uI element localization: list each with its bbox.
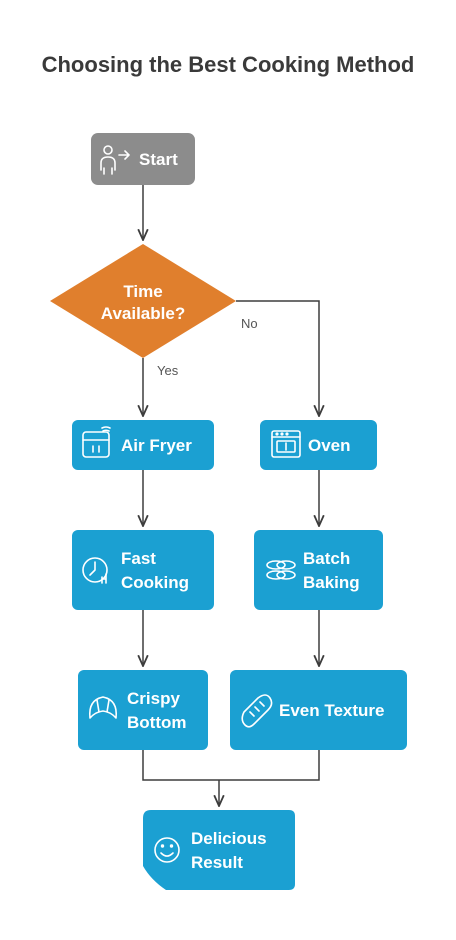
timer-icon [82,557,108,584]
croissant-icon [88,696,118,719]
edge-label-yes: Yes [157,363,179,378]
node-oven[interactable]: Oven [260,420,377,470]
node-decision-line2: Available? [101,304,185,323]
node-air-fryer[interactable]: Air Fryer [72,420,214,470]
edge-crispy-bottom-merge [142,750,320,781]
node-result-line1: Delicious [191,829,267,848]
node-crispy-bottom-line1: Crispy [127,689,180,708]
node-batch-baking-shape [254,530,383,610]
edge-label-no: No [241,316,258,331]
oven-icon [271,430,301,458]
node-result-line2: Result [191,853,243,872]
node-fast-cooking-line1: Fast [121,549,156,568]
node-start[interactable]: Start [91,133,195,185]
node-oven-label: Oven [308,436,351,455]
node-decision[interactable]: Time Available? [50,244,236,358]
node-result-shape [143,810,295,890]
node-batch-baking-line1: Batch [303,549,350,568]
baking-tray-icon [266,560,296,580]
node-start-label: Start [139,150,178,169]
node-crispy-bottom-line2: Bottom [127,713,186,732]
node-decision-line1: Time [123,282,162,301]
node-crispy-bottom[interactable]: Crispy Bottom [78,670,208,750]
node-even-texture[interactable]: Even Texture [230,670,407,750]
node-even-texture-shape [230,670,407,750]
node-decision-shape [50,244,236,358]
node-air-fryer-label: Air Fryer [121,436,192,455]
smiley-icon [154,837,180,863]
edge-decision-oven [236,300,319,416]
node-fast-cooking-shape [72,530,214,610]
air-fryer-icon [82,426,111,458]
person-arrow-icon [100,145,130,175]
diagram-title: Choosing the Best Cooking Method [41,52,415,77]
bread-loaf-icon [241,694,273,728]
node-crispy-bottom-shape [78,670,208,750]
node-batch-baking[interactable]: Batch Baking [254,530,383,610]
edges [143,185,319,806]
node-even-texture-label: Even Texture [279,701,385,720]
node-fast-cooking[interactable]: Fast Cooking [72,530,214,610]
node-result[interactable]: Delicious Result [143,810,295,890]
node-fast-cooking-line2: Cooking [121,573,189,592]
node-batch-baking-line2: Baking [303,573,360,592]
node-start-shape [91,133,195,185]
